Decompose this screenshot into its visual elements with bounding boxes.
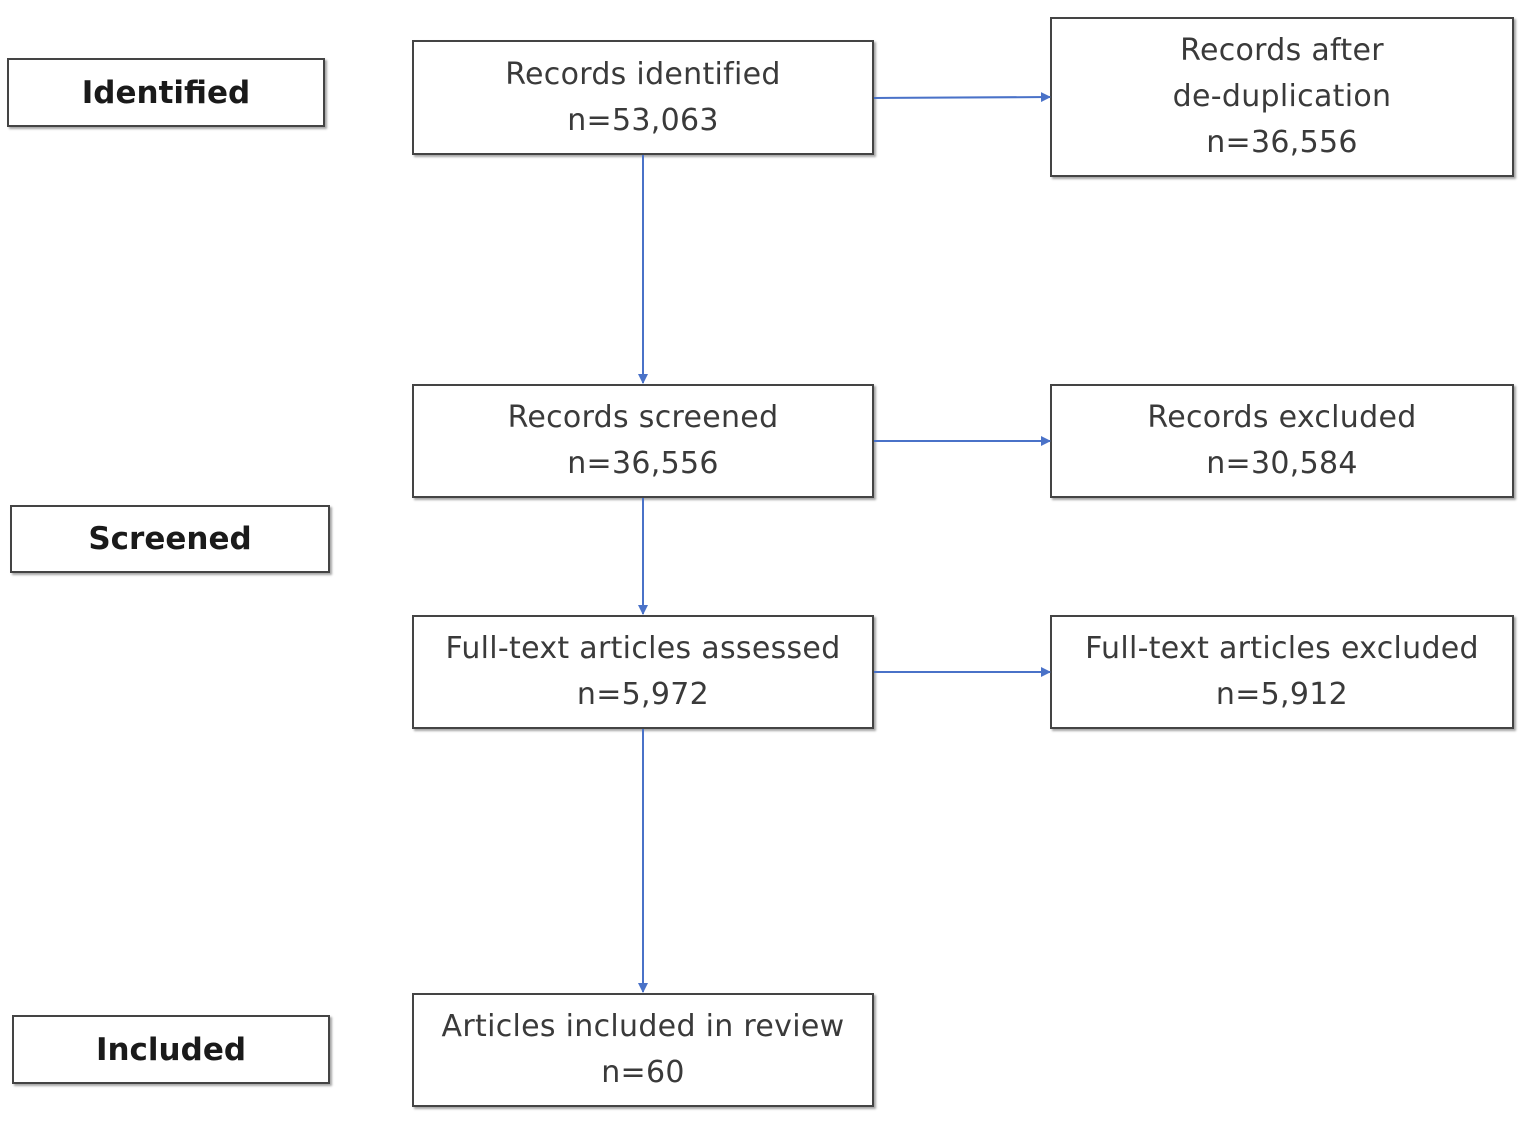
records-after-dedup-count: n=36,556	[1206, 125, 1358, 160]
fulltext-excluded-label: Full-text articles excluded	[1085, 631, 1479, 666]
articles-included-label: Articles included in review	[441, 1009, 845, 1044]
stage-included: Included	[12, 1015, 330, 1084]
records-identified-count: n=53,063	[567, 102, 719, 138]
fulltext-excluded-count: n=5,912	[1215, 677, 1349, 712]
records-screened-label: Records screened	[507, 400, 779, 435]
fulltext-assessed-count: n=5,972	[576, 677, 710, 712]
node-fulltext-assessed: Full-text articles assessed n=5,972	[412, 615, 874, 729]
records-after-dedup-label-1: Records after	[1180, 33, 1384, 68]
node-records-excluded: Records excluded n=30,584	[1050, 384, 1514, 498]
node-articles-included: Articles included in review n=60	[412, 993, 874, 1107]
articles-included-count: n=60	[601, 1055, 685, 1090]
records-excluded-count: n=30,584	[1206, 446, 1358, 481]
stage-identified: Identified	[7, 58, 325, 127]
node-records-identified: Records identified n=53,063	[412, 40, 874, 155]
node-records-after-dedup: Records after de-duplication n=36,556	[1050, 17, 1514, 177]
records-excluded-label: Records excluded	[1147, 400, 1417, 435]
fulltext-assessed-label: Full-text articles assessed	[445, 631, 841, 666]
stage-screened: Screened	[10, 505, 330, 573]
arrow-identified-to-dedup	[873, 92, 1051, 103]
node-fulltext-excluded: Full-text articles excluded n=5,912	[1050, 615, 1514, 729]
node-records-screened: Records screened n=36,556	[412, 384, 874, 498]
records-screened-count: n=36,556	[567, 446, 719, 481]
records-after-dedup-label-2: de-duplication	[1172, 79, 1392, 114]
records-identified-label: Records identified	[505, 56, 781, 92]
